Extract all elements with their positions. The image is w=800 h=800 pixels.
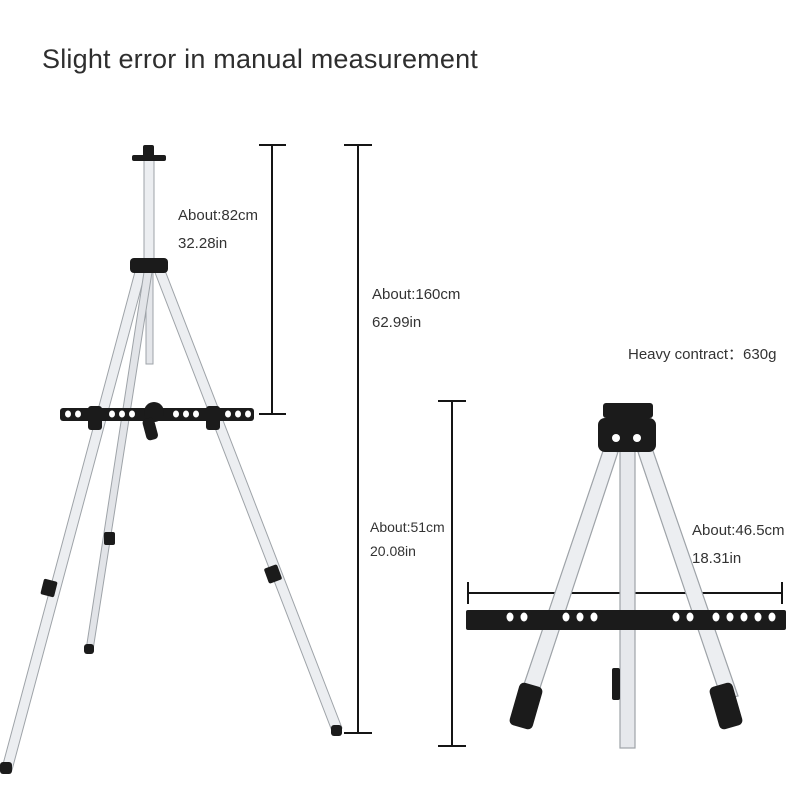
total-height-inches: 62.99in — [372, 314, 422, 331]
folded-left-foot — [509, 682, 543, 730]
extension-pole — [143, 159, 155, 267]
folded-right-foot — [709, 682, 743, 730]
total-height-dimension — [344, 144, 372, 734]
rear-foot — [84, 644, 94, 654]
rear-leg-clip — [104, 532, 115, 545]
folded-tray-bar — [466, 610, 786, 630]
right-foot — [331, 725, 342, 736]
folded-height-label: About:51cm — [370, 519, 445, 535]
pole-height-inches: 32.28in — [178, 235, 228, 252]
folded-lock — [612, 668, 620, 700]
folded-height-dimension — [438, 400, 466, 747]
tray-bracket-left — [88, 406, 102, 430]
tray-holes — [65, 410, 251, 418]
right-leg — [153, 267, 343, 732]
top-clamp-knob — [143, 145, 154, 159]
extended-easel-fittings — [0, 145, 342, 774]
tray-knob — [144, 402, 164, 422]
folded-head — [598, 418, 656, 452]
folded-top-clamp — [603, 403, 653, 418]
left-leg-clip — [40, 578, 58, 598]
dimension-lines — [259, 144, 783, 747]
pole-height-dimension — [259, 144, 286, 415]
folded-easel — [466, 403, 786, 749]
tray-bracket-right — [206, 406, 220, 430]
left-foot — [0, 762, 12, 774]
rear-leg — [85, 271, 153, 651]
total-height-label: About:160cm — [372, 286, 461, 303]
tray-width-label: About:46.5cm — [692, 522, 785, 539]
extended-easel — [1, 159, 343, 771]
right-leg-clip — [264, 564, 282, 584]
left-leg — [1, 267, 147, 771]
folded-left-leg — [519, 447, 619, 701]
folded-height-inches: 20.08in — [370, 543, 416, 559]
tray-width-inches: 18.31in — [692, 550, 742, 567]
leg-head — [130, 258, 168, 273]
weight-label: Heavy contract：630g — [628, 346, 777, 363]
folded-center-leg — [619, 447, 636, 749]
pole-height-label: About:82cm — [178, 207, 259, 224]
folded-right-leg — [637, 447, 739, 701]
tray-lever — [142, 417, 159, 441]
page-title: Slight error in manual measurement — [42, 44, 478, 74]
